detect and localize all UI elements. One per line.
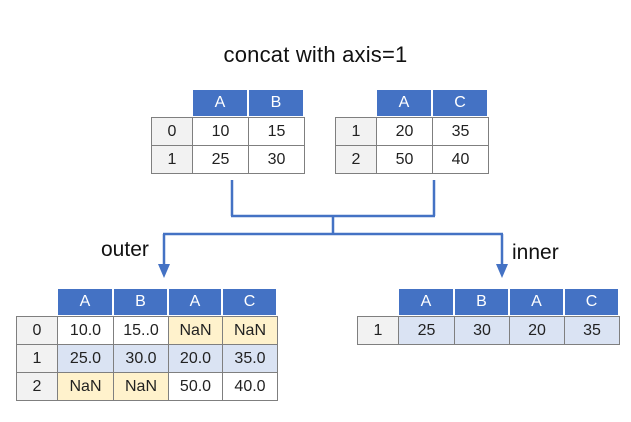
nan-cell: NaN <box>168 316 223 345</box>
column-header: A <box>509 288 564 316</box>
column-header: A <box>168 288 222 316</box>
row-index: 1 <box>151 145 193 174</box>
column-header: A <box>192 89 248 117</box>
column-header: B <box>454 288 509 316</box>
row-index: 2 <box>335 145 377 174</box>
nan-cell: NaN <box>222 316 278 345</box>
table-cell: 20 <box>376 117 433 146</box>
row-index: 1 <box>335 117 377 146</box>
arrow-outer-icon <box>158 264 170 278</box>
table-cell: 50.0 <box>168 372 223 401</box>
row-index: 1 <box>16 344 58 373</box>
table-cell: 20 <box>509 316 565 345</box>
table-cell: 40 <box>432 145 489 174</box>
table-cell: 10.0 <box>57 316 114 345</box>
table-cell: 30 <box>248 145 305 174</box>
table-cell: 10 <box>192 117 249 146</box>
nan-cell: NaN <box>113 372 169 401</box>
column-header: C <box>564 288 619 316</box>
column-header: C <box>432 89 488 117</box>
table-cell: 30 <box>454 316 510 345</box>
column-header: A <box>398 288 454 316</box>
arrow-inner-icon <box>496 264 508 278</box>
row-index: 0 <box>16 316 58 345</box>
table-cell: 35 <box>432 117 489 146</box>
outer-label: outer <box>101 238 149 261</box>
nan-cell: NaN <box>57 372 114 401</box>
table-cell: 15..0 <box>113 316 169 345</box>
table-cell: 20.0 <box>168 344 223 373</box>
column-header: A <box>57 288 113 316</box>
diagram-title: concat with axis=1 <box>223 42 408 67</box>
column-header: B <box>248 89 304 117</box>
row-index: 1 <box>357 316 399 345</box>
row-index: 2 <box>16 372 58 401</box>
row-index: 0 <box>151 117 193 146</box>
table-cell: 25 <box>192 145 249 174</box>
table-cell: 25 <box>398 316 455 345</box>
table-cell: 40.0 <box>222 372 278 401</box>
table-cell: 50 <box>376 145 433 174</box>
table-cell: 35.0 <box>222 344 278 373</box>
table-cell: 30.0 <box>113 344 169 373</box>
table-cell: 15 <box>248 117 305 146</box>
column-header: C <box>222 288 277 316</box>
inner-label: inner <box>512 241 559 264</box>
table-cell: 35 <box>564 316 620 345</box>
table-cell: 25.0 <box>57 344 114 373</box>
column-header: B <box>113 288 168 316</box>
column-header: A <box>376 89 432 117</box>
